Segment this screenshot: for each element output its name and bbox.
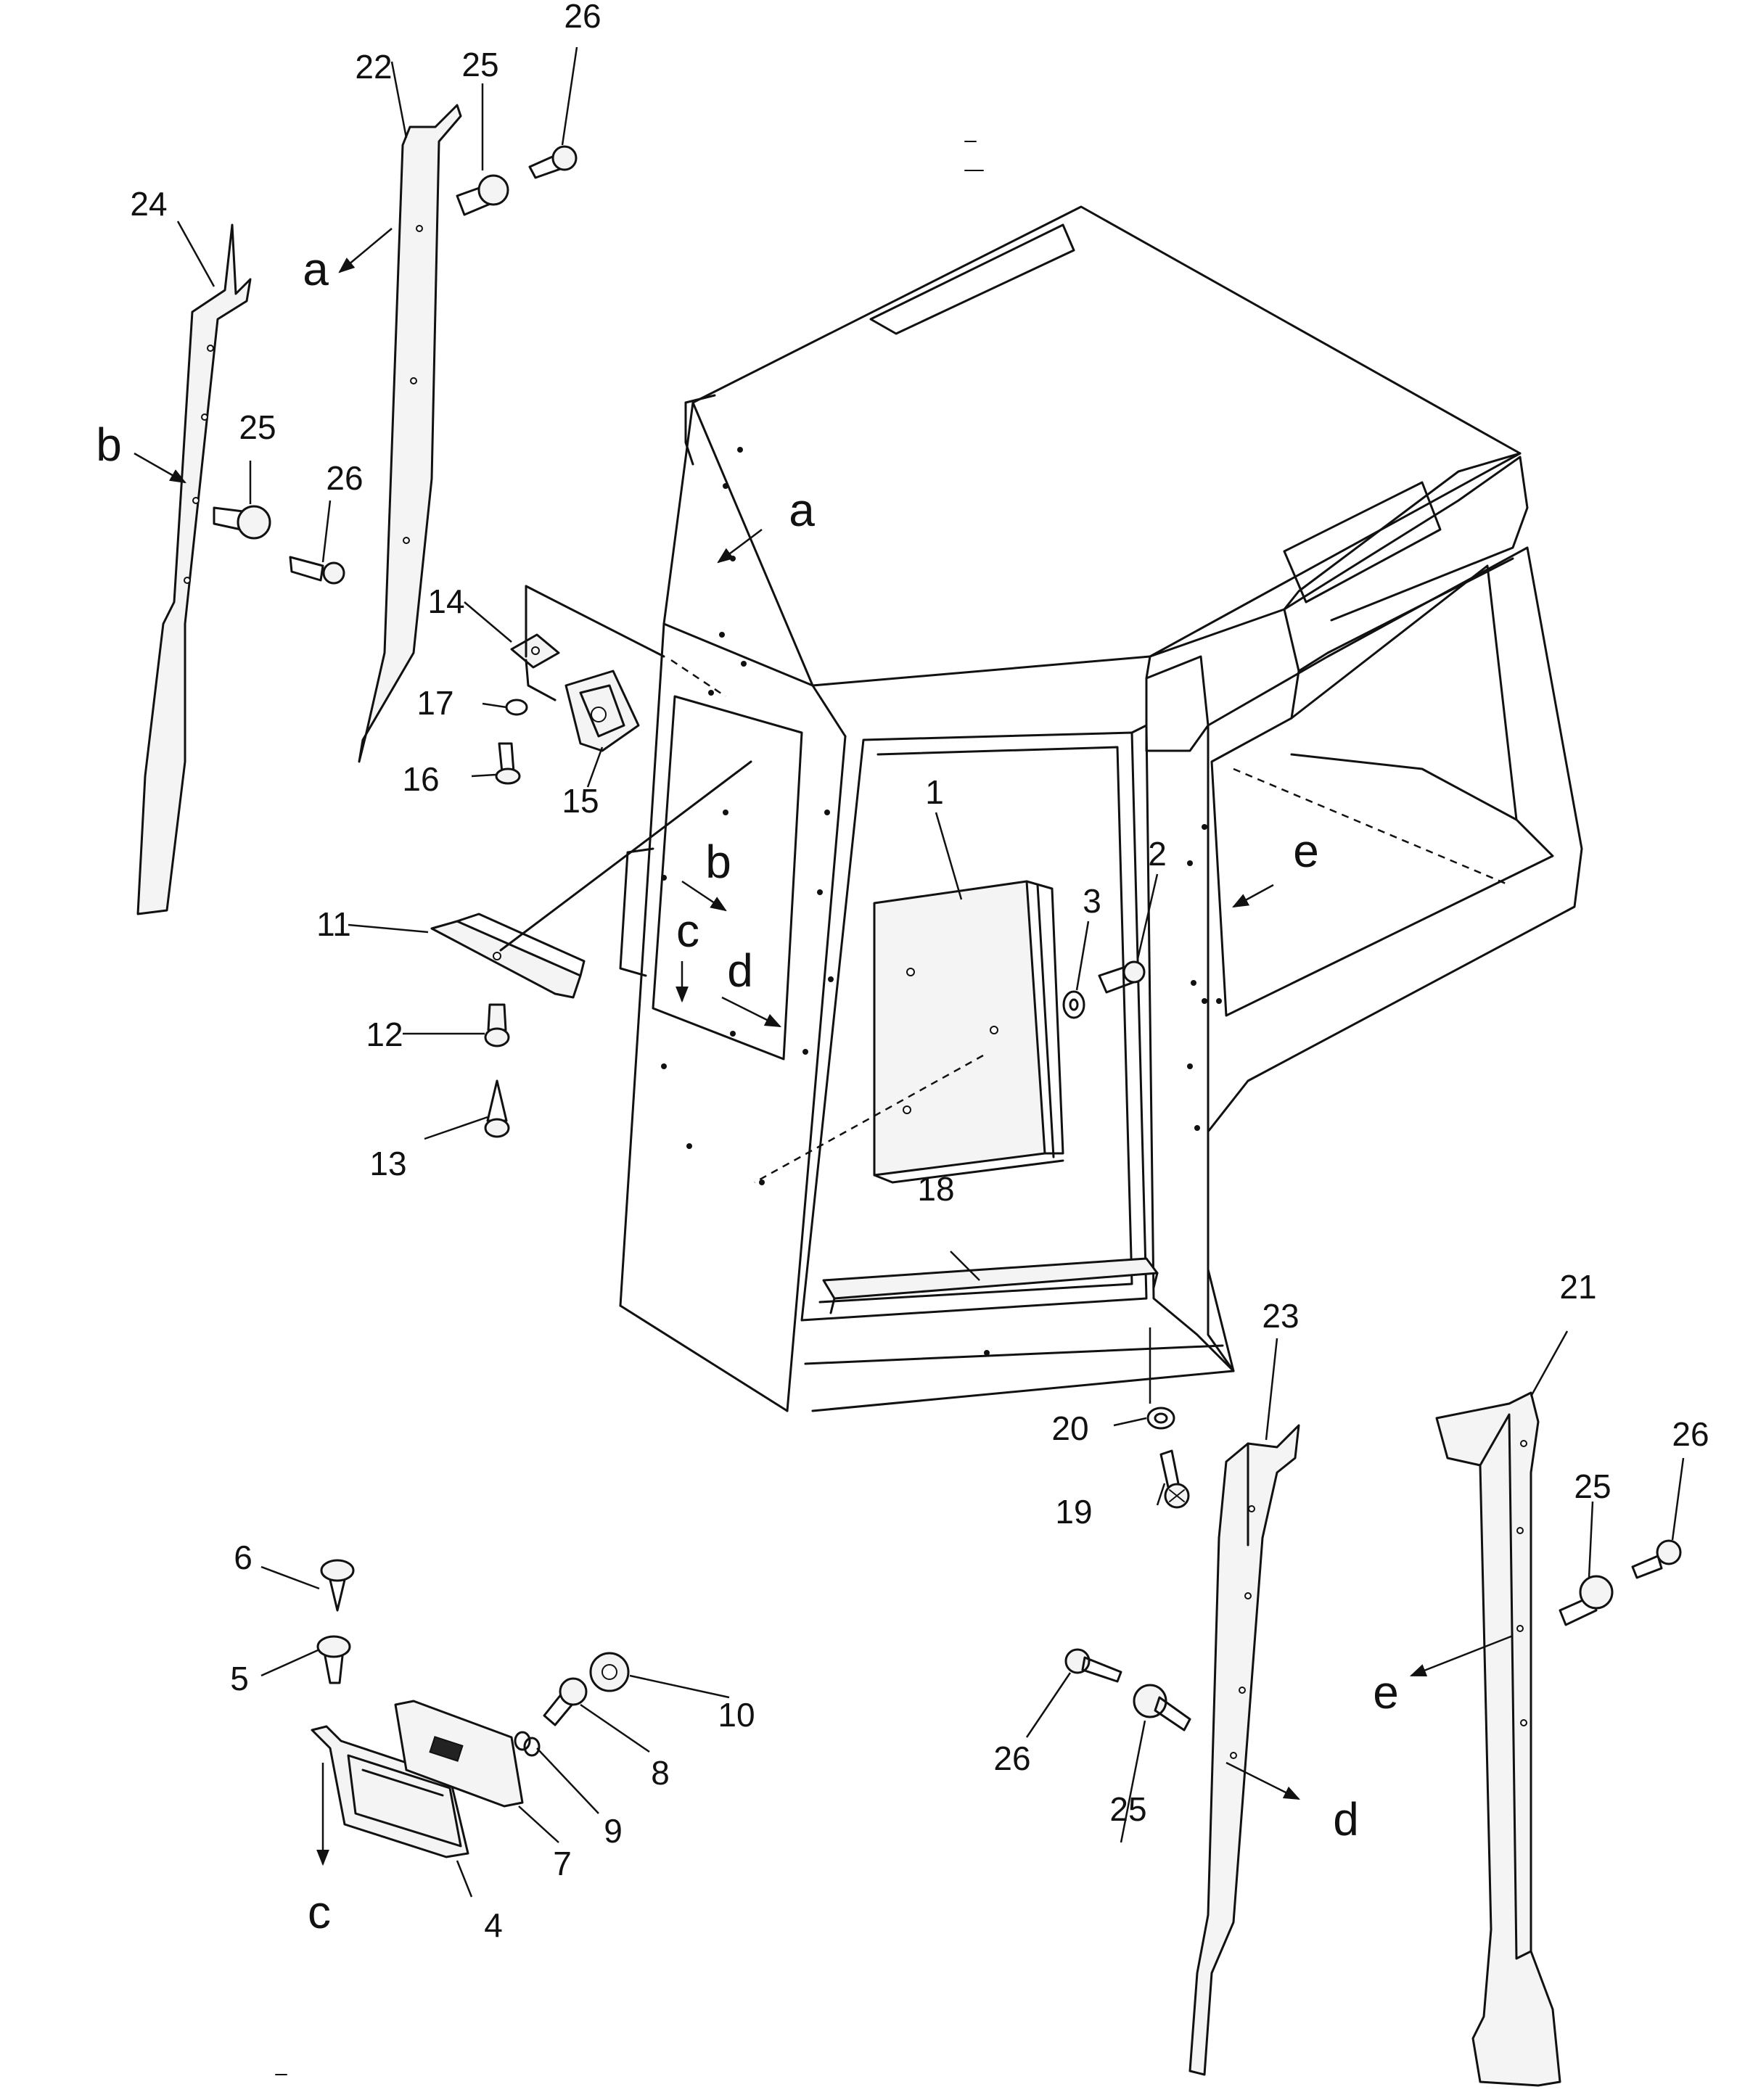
callout-18: 18 xyxy=(917,1170,954,1208)
callout-12: 12 xyxy=(366,1016,403,1053)
ref-letter-c-part: c xyxy=(308,1886,331,1938)
part-16-bolt xyxy=(495,742,521,785)
part-26-screw-left xyxy=(289,556,345,585)
callout-1: 1 xyxy=(925,773,944,811)
callout-25-left: 25 xyxy=(239,408,276,446)
part-4-handle xyxy=(311,1725,469,1858)
part-26-screw-bottom xyxy=(1064,1648,1122,1683)
callout-3: 3 xyxy=(1083,882,1101,920)
reference-arrows xyxy=(134,228,1514,1866)
ref-letter-d-part: d xyxy=(1333,1793,1359,1845)
callout-20: 20 xyxy=(1051,1409,1088,1447)
part-20-washer xyxy=(1146,1407,1175,1430)
callout-26-bottom: 26 xyxy=(993,1739,1030,1777)
part-17-washer xyxy=(505,699,528,716)
part-25-clip-bottom xyxy=(1133,1684,1191,1732)
callout-16: 16 xyxy=(402,760,439,798)
callout-4: 4 xyxy=(484,1906,503,1944)
callout-5: 5 xyxy=(230,1660,249,1697)
part-10-nut xyxy=(589,1652,630,1692)
part-25-clip-right xyxy=(1559,1575,1614,1626)
callout-14: 14 xyxy=(427,582,464,620)
callout-labels: 1 2 3 4 5 6 7 8 9 10 11 12 13 14 15 16 1… xyxy=(130,0,1709,1944)
part-11-bracket xyxy=(430,760,752,999)
callout-7: 7 xyxy=(553,1845,572,1882)
callout-11: 11 xyxy=(316,905,351,943)
cab-body xyxy=(619,205,1583,1412)
callout-13: 13 xyxy=(369,1145,406,1182)
part-26-screw-top xyxy=(528,145,578,179)
reference-letters: a a b b c c d d e e xyxy=(96,243,1399,1938)
ref-letter-e-cab: e xyxy=(1293,825,1319,877)
ref-letter-d-cab: d xyxy=(727,944,753,997)
part-15-latch xyxy=(525,585,726,752)
ref-letter-a-cab: a xyxy=(789,484,815,536)
part-14-bracket xyxy=(510,633,560,701)
ref-letter-b-cab: b xyxy=(705,836,731,888)
callout-25-bottom: 25 xyxy=(1109,1790,1146,1828)
part-12-clip xyxy=(484,1003,510,1047)
part-22-strip xyxy=(358,104,462,763)
callout-22: 22 xyxy=(355,48,392,86)
part-26-screw-right xyxy=(1631,1539,1682,1579)
part-9-washer xyxy=(514,1731,541,1757)
callout-26-left: 26 xyxy=(326,459,363,497)
callout-26-top: 26 xyxy=(564,0,601,35)
callout-26-right: 26 xyxy=(1672,1415,1709,1453)
part-21-strip xyxy=(1435,1391,1561,2087)
callout-19: 19 xyxy=(1055,1493,1092,1531)
callout-9: 9 xyxy=(604,1812,623,1850)
part-19-screw xyxy=(1159,1449,1190,1509)
part-24-strip xyxy=(136,223,252,915)
part-1-panel xyxy=(754,880,1064,1184)
part-8-bolt xyxy=(543,1677,588,1726)
callout-6: 6 xyxy=(234,1539,252,1576)
callout-15: 15 xyxy=(562,782,599,820)
callout-23: 23 xyxy=(1262,1297,1299,1335)
ref-letter-e-part: e xyxy=(1373,1666,1399,1718)
part-7-plate xyxy=(394,1700,524,1808)
callout-25-top: 25 xyxy=(461,46,498,83)
ref-letter-c-cab: c xyxy=(676,905,699,957)
callout-2: 2 xyxy=(1148,835,1167,873)
scan-marks xyxy=(275,141,984,2075)
callout-10: 10 xyxy=(718,1696,755,1734)
part-25-clip-top xyxy=(456,174,509,216)
callout-21: 21 xyxy=(1559,1268,1596,1306)
part-2-bolt xyxy=(1098,960,1146,994)
part-3-washer xyxy=(1062,990,1085,1019)
part-25-clip-left xyxy=(213,505,271,540)
callout-25-right: 25 xyxy=(1574,1467,1611,1505)
leader-lines xyxy=(176,46,1685,1898)
ref-letter-b-part: b xyxy=(96,419,122,471)
callout-8: 8 xyxy=(651,1754,670,1792)
part-5-clip xyxy=(316,1635,351,1684)
callout-24: 24 xyxy=(130,185,167,223)
part-13-screw xyxy=(484,1079,510,1138)
part-18-strip xyxy=(822,1257,1159,1314)
ref-letter-a-part: a xyxy=(303,243,329,295)
callout-17: 17 xyxy=(416,684,453,722)
part-23-strip xyxy=(1188,1424,1300,2076)
part-6-screw xyxy=(320,1559,355,1612)
